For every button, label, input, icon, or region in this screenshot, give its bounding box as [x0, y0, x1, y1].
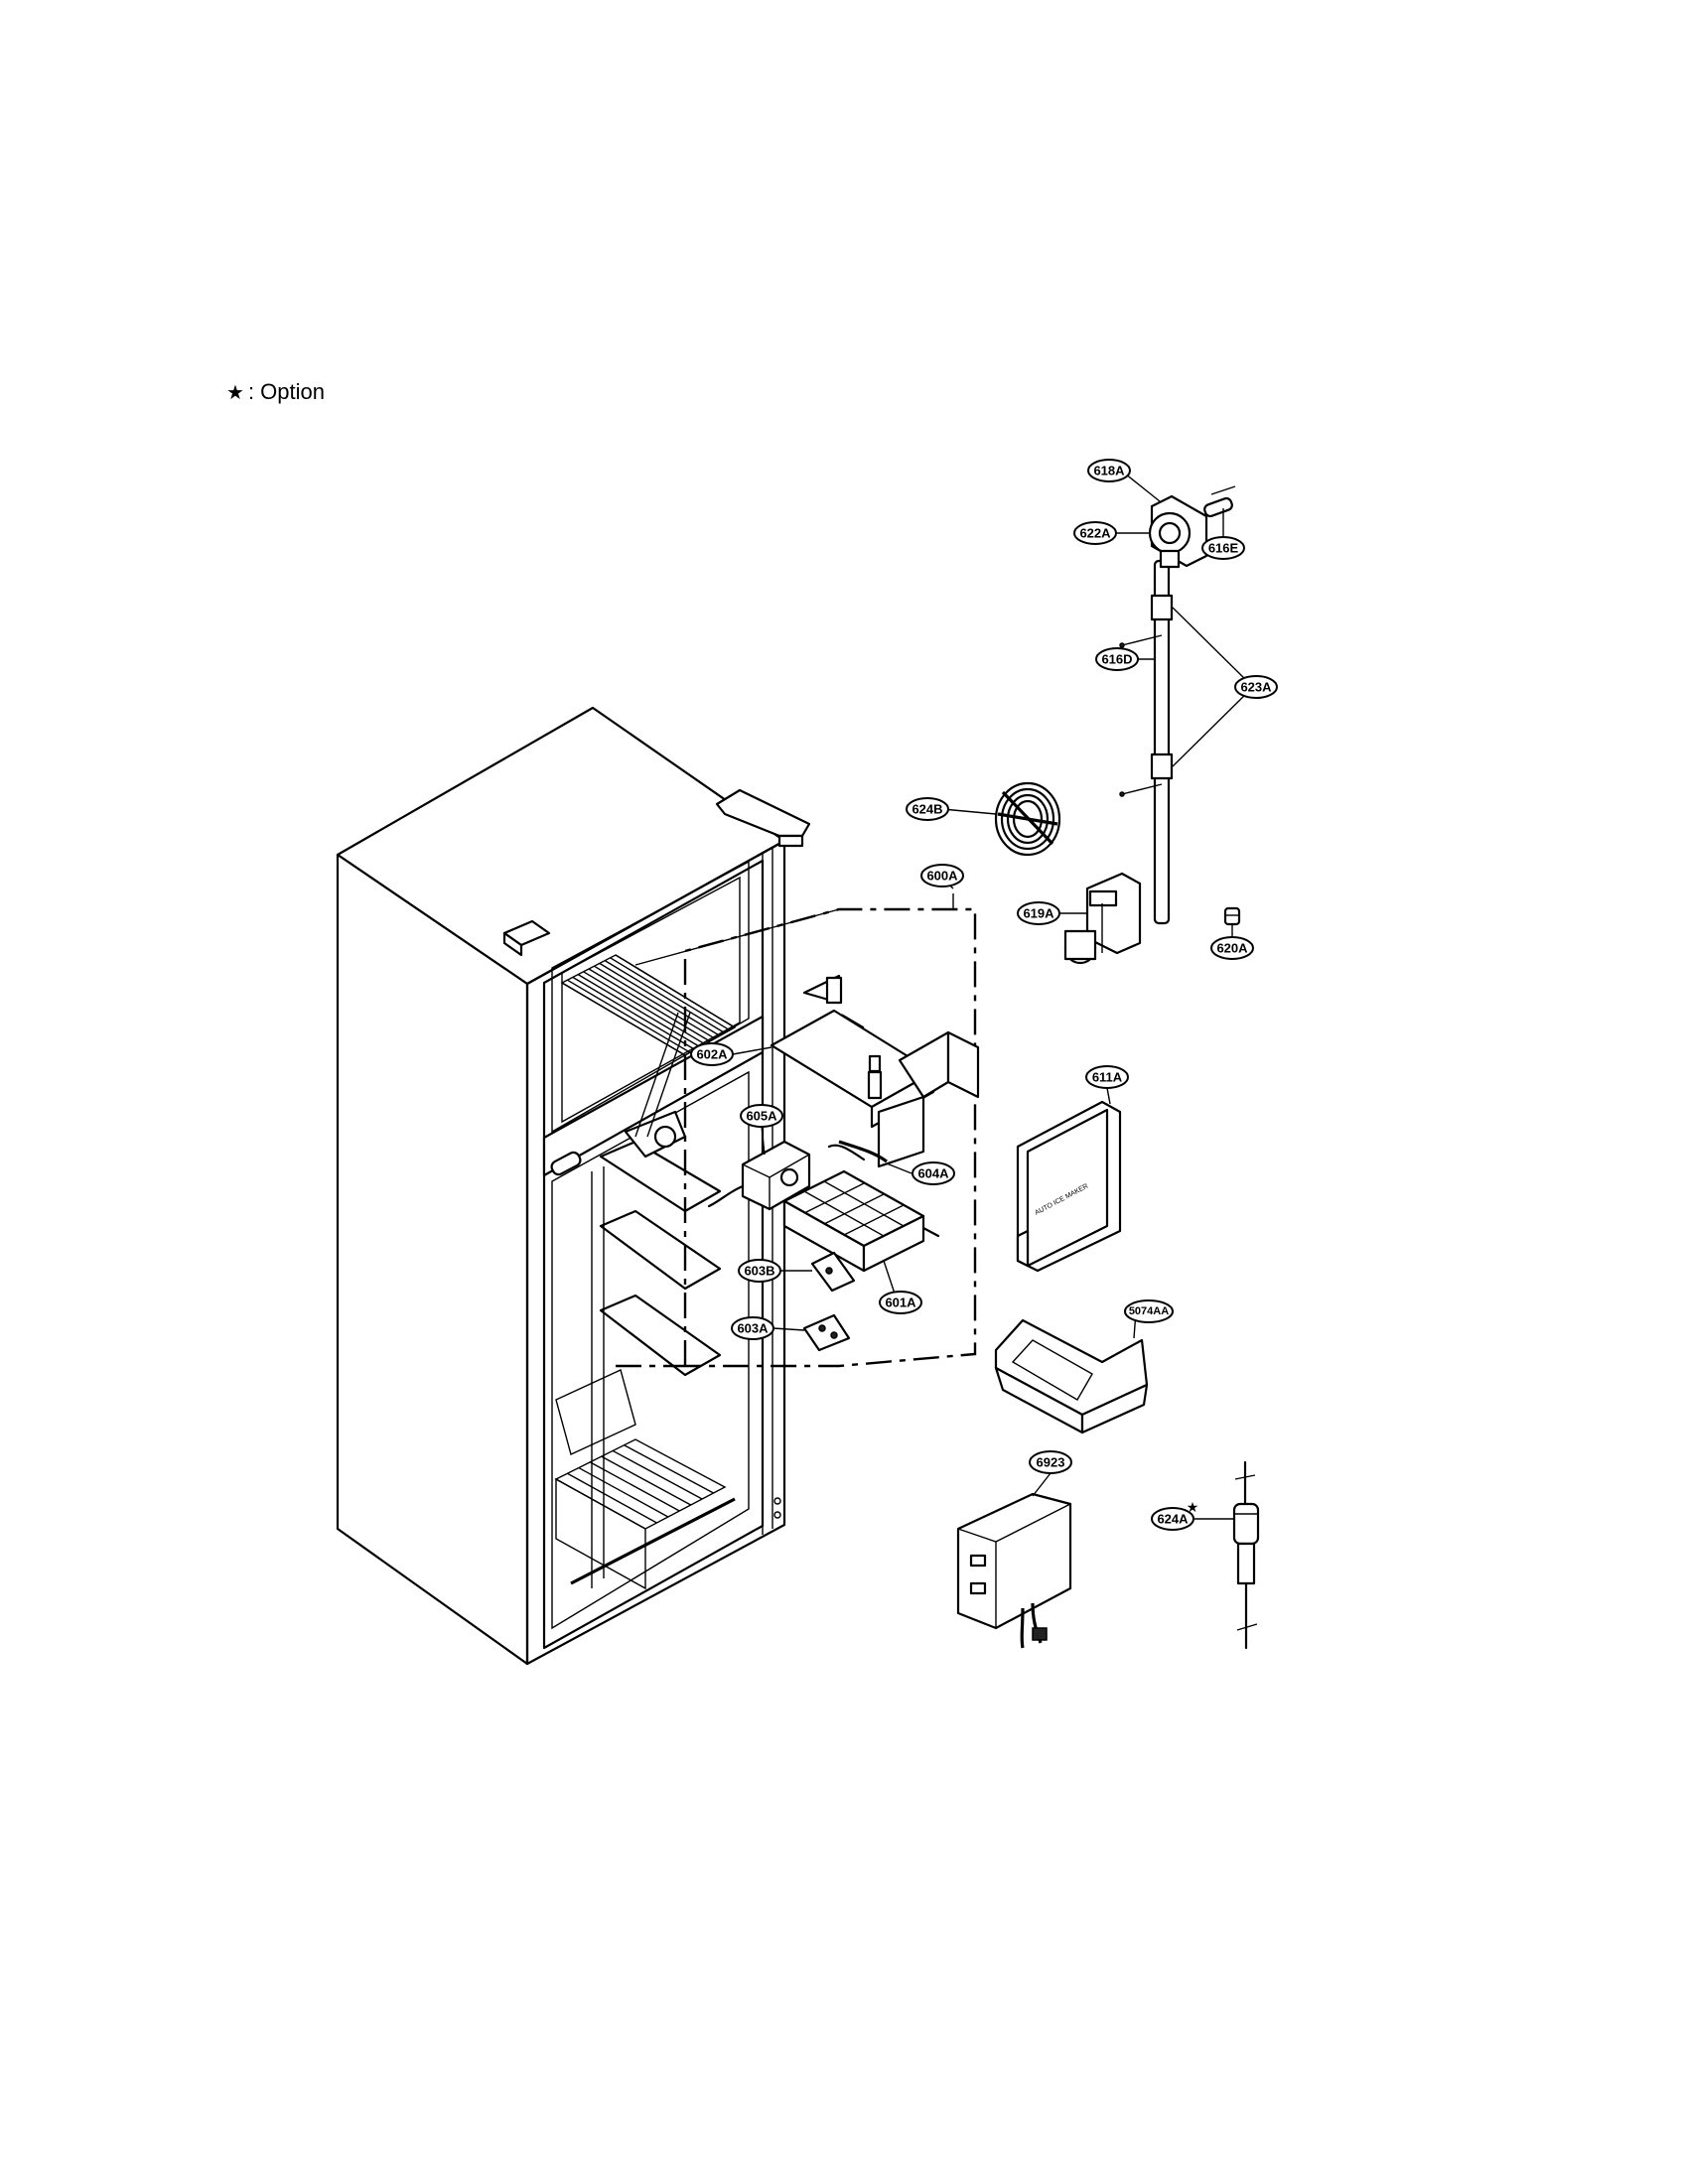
svg-text:618A: 618A	[1093, 464, 1125, 478]
water-line-tube	[1119, 559, 1174, 925]
callout-622a: 622A	[1073, 521, 1117, 545]
refrigerator-cabinet	[336, 706, 811, 1666]
svg-text:611A: 611A	[1092, 1070, 1123, 1085]
callout-620a: 620A	[1210, 936, 1254, 960]
callout-600a: 600A	[920, 864, 964, 887]
callout-624a: 624A	[1151, 1507, 1194, 1531]
callout-6923: 6923	[1029, 1450, 1072, 1474]
svg-text:619A: 619A	[1023, 906, 1054, 921]
fill-tube-in-cabinet	[624, 1012, 691, 1159]
callout-5074aa: 5074AA	[1124, 1299, 1174, 1323]
callout-603b: 603B	[738, 1259, 781, 1283]
callout-619a: 619A	[1017, 901, 1060, 925]
option-legend-text: : Option	[247, 379, 325, 404]
svg-text:602A: 602A	[696, 1047, 728, 1062]
callout-616d: 616D	[1095, 647, 1139, 671]
ice-maker-assembly-box	[616, 893, 977, 1368]
valve-nut	[1223, 906, 1241, 926]
svg-text:605A: 605A	[746, 1109, 777, 1124]
svg-text:5074AA: 5074AA	[1129, 1305, 1169, 1317]
inlet-screw-616e	[1203, 485, 1236, 518]
ice-maker-bracket	[770, 974, 980, 1168]
svg-text:600A: 600A	[926, 869, 958, 884]
fresh-food-shelves	[599, 1140, 722, 1377]
top-control-knob	[502, 919, 551, 957]
callout-602a: 602A	[690, 1042, 734, 1066]
water-inlet-cover	[1148, 494, 1208, 569]
option-legend: ★: Option	[226, 379, 325, 405]
shelf-clip-603a	[802, 1313, 851, 1352]
control-box	[956, 1492, 1072, 1649]
svg-text:616D: 616D	[1101, 652, 1132, 667]
callout-605a: 605A	[740, 1104, 783, 1128]
ice-tray	[782, 1169, 940, 1273]
option-marker-624a: ★	[1187, 1499, 1199, 1515]
option-heater-624a	[1232, 1460, 1260, 1650]
svg-text:616E: 616E	[1208, 541, 1239, 556]
leader-lines	[732, 473, 1254, 1520]
svg-text:601A: 601A	[885, 1296, 916, 1310]
ice-storage-bin	[994, 1318, 1149, 1434]
svg-text:6923: 6923	[1037, 1455, 1065, 1470]
svg-text:624B: 624B	[912, 802, 942, 817]
ice-maker-unit	[707, 1140, 811, 1211]
svg-text:623A: 623A	[1240, 680, 1272, 695]
callout-624b: 624B	[906, 797, 949, 821]
option-star-icon: ★	[226, 382, 244, 404]
callout-611a: 611A	[1085, 1065, 1129, 1089]
svg-text:604A: 604A	[917, 1166, 949, 1181]
svg-text:624A: 624A	[1157, 1512, 1189, 1527]
callout-623a: 623A	[1234, 675, 1278, 699]
ice-maker-wire-harness	[827, 1140, 888, 1163]
water-tubing-coil	[994, 781, 1061, 857]
crisper-drawer	[554, 1438, 727, 1590]
callout-604a: 604A	[912, 1161, 955, 1185]
top-hinge	[715, 788, 811, 848]
shelf-clip-603b	[810, 1251, 856, 1293]
water-valve	[1063, 872, 1142, 965]
callout-601a: 601A	[879, 1291, 922, 1314]
freezer-wire-shelf	[560, 954, 737, 1056]
callout-618a: 618A	[1087, 459, 1131, 482]
svg-text:620A: 620A	[1216, 941, 1248, 956]
svg-text:603B: 603B	[744, 1264, 774, 1279]
svg-text:603A: 603A	[737, 1321, 769, 1336]
callout-603a: 603A	[731, 1316, 774, 1340]
ice-maker-cover: AUTO ICE MAKER	[1016, 1100, 1122, 1273]
svg-text:622A: 622A	[1079, 526, 1111, 541]
callout-616e: 616E	[1201, 536, 1245, 560]
